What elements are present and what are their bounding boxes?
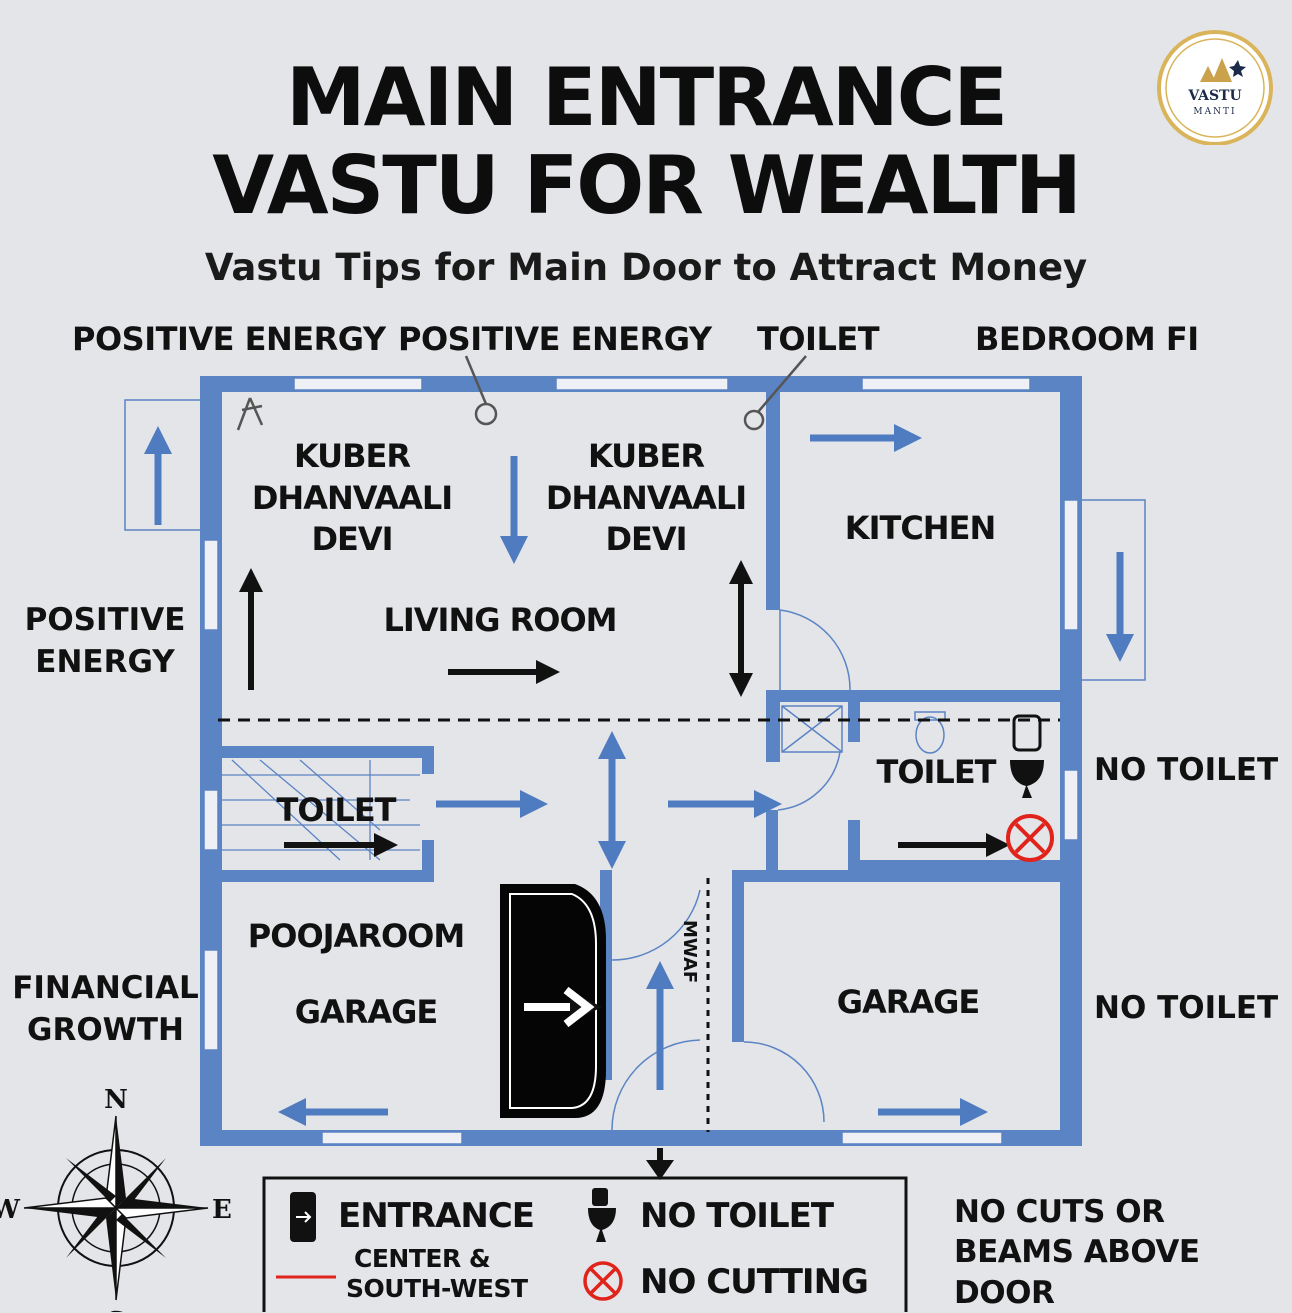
room-garage-left: GARAGE: [294, 993, 439, 1031]
legend-no-cutting-label: NO CUTTING: [640, 1262, 869, 1302]
room-toilet-left: TOILET: [276, 791, 396, 829]
side-label-financial-growth: FINANCIAL GROWTH: [12, 970, 199, 1048]
compass-e: E: [212, 1195, 232, 1225]
page-subtitle: Vastu Tips for Main Door to Attract Mone…: [204, 246, 1088, 289]
windows: [203, 377, 1079, 1145]
legend-entrance-icon: [290, 1192, 316, 1242]
legend-no-toilet-label: NO TOILET: [640, 1196, 834, 1236]
wall-text-mwaf: MWAF: [679, 920, 700, 984]
top-label-bedroom: BEDROOM FI: [975, 320, 1199, 358]
door-swings: [611, 609, 946, 1131]
entrance-marker-icon: [646, 1148, 674, 1180]
compass-w: W: [0, 1195, 21, 1225]
compass-n: N: [104, 1085, 128, 1115]
compass-rose: N S W E: [0, 1085, 232, 1312]
room-living-room: LIVING ROOM: [383, 601, 617, 639]
room-kuber-right: KUBER DHANVAALI DEVI: [545, 437, 747, 559]
room-poojaroom: POOJAROOM: [247, 917, 465, 955]
top-label-positive-energy-2: POSITIVE ENERGY: [398, 320, 712, 358]
logo-text-bottom: MANTI: [1193, 107, 1236, 117]
energy-symbols: [236, 355, 807, 431]
compass-s: S: [107, 1307, 126, 1312]
note-no-cuts: NO CUTS OR BEAMS ABOVE DOOR: [954, 1194, 1200, 1311]
side-label-no-toilet-top: NO TOILET: [1094, 752, 1279, 788]
blue-arrows: [144, 424, 1134, 1126]
top-label-positive-energy-1: POSITIVE ENERGY: [72, 320, 386, 358]
black-arrows: [239, 560, 1010, 857]
no-cutting-icon-plan: [1006, 814, 1054, 862]
side-label-positive-energy: POSITIVE ENERGY: [24, 602, 186, 680]
room-garage-right: GARAGE: [836, 983, 981, 1021]
legend-entrance-label: ENTRANCE: [338, 1196, 535, 1236]
legend-center-southwest: CENTER & SOUTH-WEST: [346, 1244, 528, 1303]
porch-outlines: [124, 399, 1146, 681]
room-kitchen: KITCHEN: [844, 509, 996, 547]
main-entrance-door: [500, 884, 606, 1118]
vastu-mantra-logo: VASTU MANTI: [1150, 30, 1280, 146]
legend-no-cutting-icon: [583, 1261, 623, 1301]
page-title-line2: VASTU FOR WEALTH: [212, 139, 1082, 232]
page-title-line1: MAIN ENTRANCE: [285, 51, 1008, 144]
toilet-icon: [1010, 714, 1044, 798]
legend-box: [262, 1176, 908, 1312]
dashed-lines: [218, 718, 1060, 1132]
room-kuber-left: KUBER DHANVAALI DEVI: [251, 437, 453, 559]
room-toilet-right: TOILET: [876, 753, 996, 791]
logo-text-top: VASTU: [1187, 88, 1241, 104]
top-label-toilet: TOILET: [757, 320, 880, 358]
side-label-no-toilet-bottom: NO TOILET: [1094, 990, 1279, 1026]
legend-toilet-icon: [588, 1188, 616, 1242]
